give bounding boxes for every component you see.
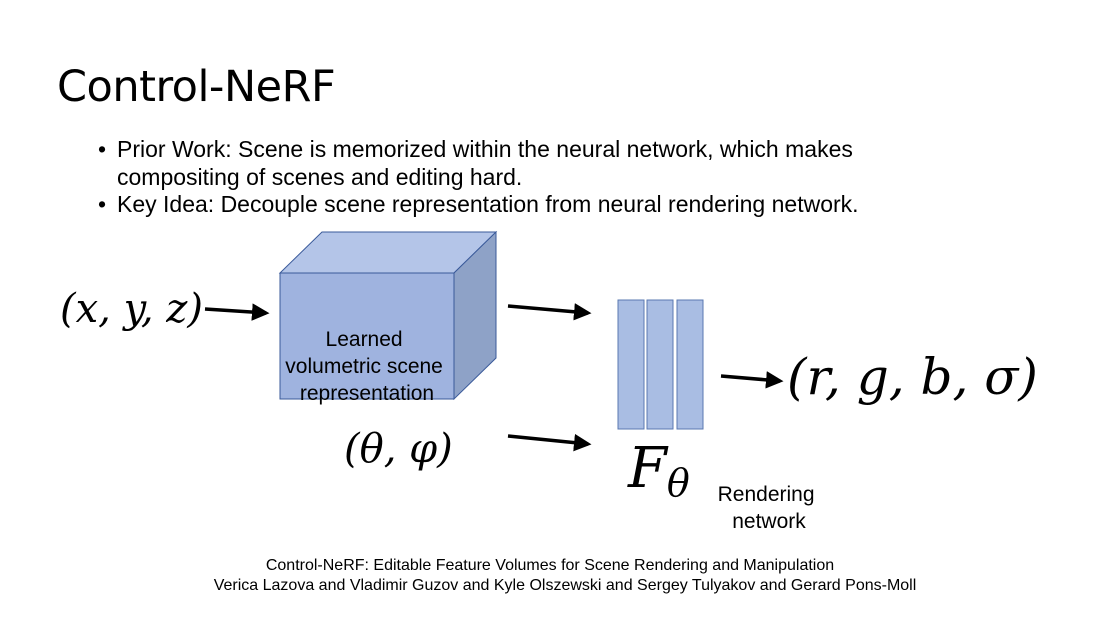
bullet-prior-work: • Prior Work: Scene is memorized within … (98, 136, 998, 191)
output-values: (r, g, b, σ) (787, 348, 1038, 406)
network-layer (617, 299, 645, 430)
bullet-text: Key Idea: Decouple scene representation … (117, 191, 859, 217)
network-layer (676, 299, 704, 430)
volume-label: Learned volumetric scene representation (285, 328, 448, 405)
network-symbol-subscript: θ (667, 461, 690, 505)
volume-label-line: Learned (326, 328, 403, 351)
bullet-dot: • (98, 191, 107, 217)
arrow-direction-to-network (507, 433, 592, 452)
bullet-dot: • (98, 136, 107, 162)
network-label: Rendering network (718, 483, 821, 533)
cube-front-face (279, 272, 455, 400)
volume-label-line: representation (300, 382, 434, 405)
citation-paper-title: Control-NeRF: Editable Feature Volumes f… (265, 557, 835, 574)
bullet-key-idea: • Key Idea: Decouple scene representatio… (98, 191, 998, 219)
rendering-network-layers (617, 299, 704, 430)
bullet-text: Prior Work: Scene is memorized within th… (117, 136, 853, 162)
arrow-volume-to-network (507, 303, 592, 321)
bullet-list: • Prior Work: Scene is memorized within … (98, 136, 998, 219)
scene-volume-cube: Learned volumetric scene representation (278, 230, 498, 405)
input-direction: (θ, φ) (344, 426, 453, 472)
network-symbol-letter: F (627, 436, 669, 501)
network-symbol: Fθ (627, 436, 690, 505)
network-label-line: Rendering (718, 483, 815, 506)
arrow-input-to-volume (204, 303, 270, 321)
volume-label-line: volumetric scene (285, 355, 443, 378)
input-position: (x, y, z) (60, 286, 203, 332)
slide-title: Control-NeRF (57, 62, 336, 112)
network-label-line: network (732, 510, 806, 533)
network-layer (646, 299, 674, 430)
arrow-network-to-output (720, 371, 784, 389)
citation-authors: Verica Lazova and Vladimir Guzov and Kyl… (213, 577, 917, 594)
bullet-text-continued: compositing of scenes and editing hard. (117, 163, 523, 190)
